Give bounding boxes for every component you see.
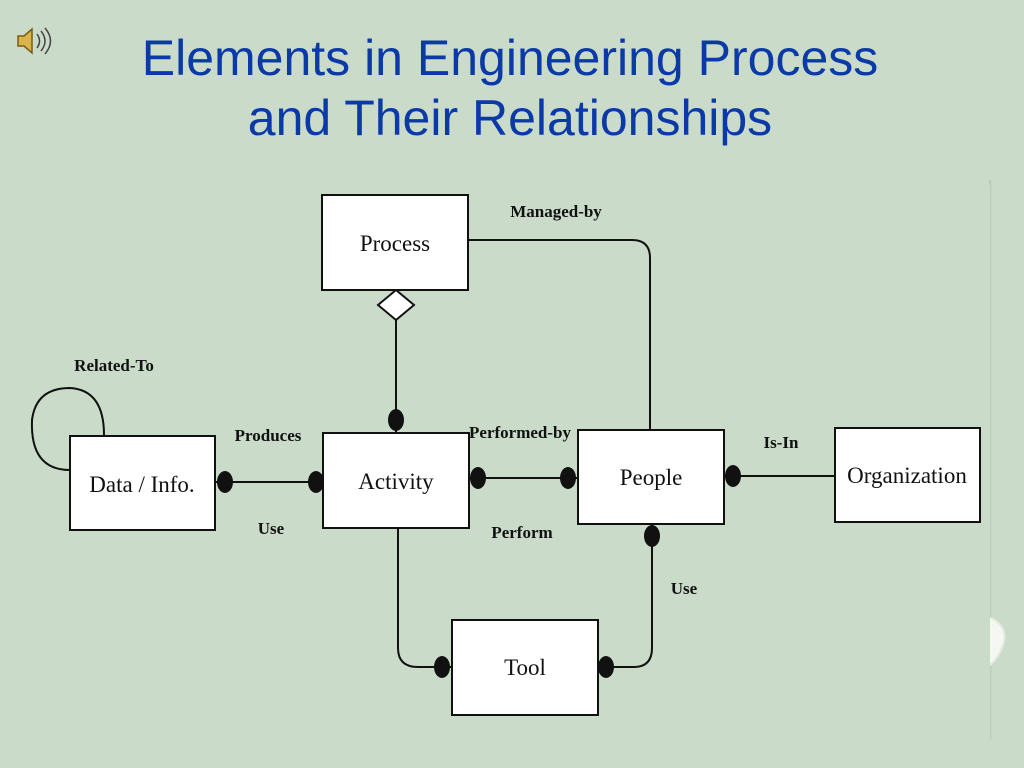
connector-dot [725,465,741,487]
connector-dot [470,467,486,489]
label-performed-by: Performed-by [469,423,571,442]
label-activity: Activity [358,469,434,494]
connector-dot [308,471,324,493]
label-perform: Perform [491,523,552,542]
aggregation-diamond [376,288,416,322]
label-managed-by: Managed-by [510,202,602,221]
box-process [321,194,469,291]
label-related-to: Related-To [74,356,154,375]
speaker-icon[interactable] [14,24,54,58]
box-tool [451,619,599,716]
label-process: Process [360,231,430,256]
connector-managed-by [468,239,651,430]
connector-people-tool [598,524,653,668]
label-organization: Organization [847,463,967,488]
label-produces: Produces [235,426,302,445]
connector-dot [560,467,576,489]
connector-dot [388,409,404,431]
label-use-tool: Use [671,579,698,598]
slide-title: Elements in Engineering Process and Thei… [60,28,960,148]
label-use-data: Use [258,519,285,538]
connector-dot [598,656,614,678]
label-is-in: Is-In [764,433,800,452]
label-tool: Tool [504,655,546,680]
connector-activity-tool [397,528,452,668]
label-data-info: Data / Info. [89,472,194,497]
connector-dot [644,525,660,547]
title-line-2: and Their Relationships [247,90,773,146]
title-line-1: Elements in Engineering Process [141,30,879,86]
box-organization [834,427,981,523]
connector-dot [434,656,450,678]
box-people [577,429,725,525]
label-people: People [620,465,683,490]
box-activity [322,432,470,529]
box-data-info [69,435,216,531]
connector-related-to [30,386,105,471]
connector-dot [217,471,233,493]
